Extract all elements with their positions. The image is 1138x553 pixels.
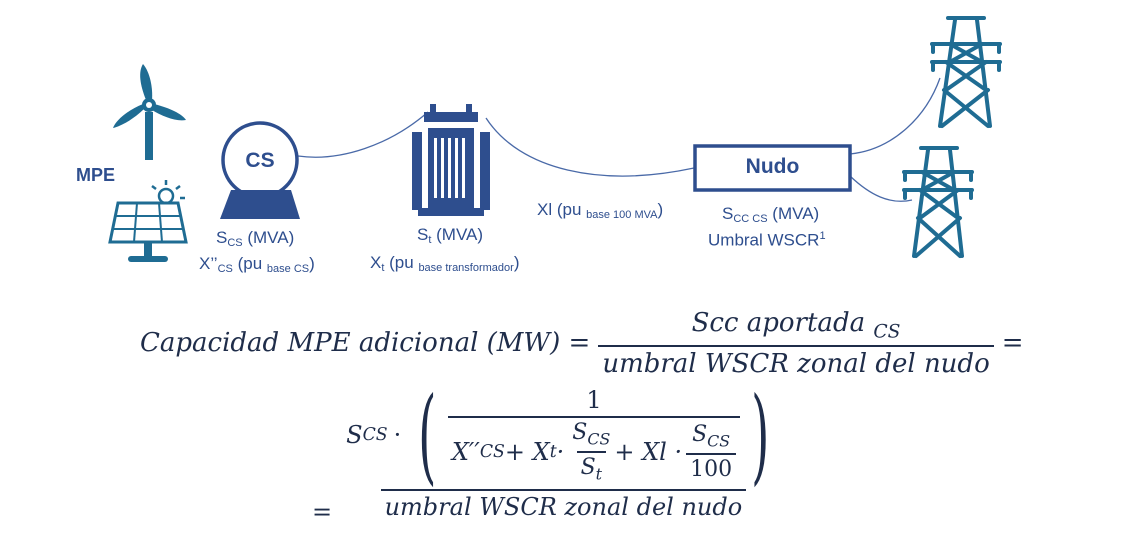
cs-transformer-line xyxy=(297,111,429,158)
transmission-tower-bottom-icon xyxy=(902,146,974,258)
transformer-node-line xyxy=(485,117,695,177)
transmission-tower-top-icon xyxy=(930,16,1002,128)
formula-line-1: Capacidad MPE adicional (MW) = Scc aport… xyxy=(140,308,1024,379)
cs-label: CS xyxy=(245,149,275,172)
st-label: St (MVA) xyxy=(417,225,484,246)
cs-generator-icon xyxy=(220,121,300,219)
nudo-label: Nudo xyxy=(745,155,800,178)
formula-equals-1: = xyxy=(1001,328,1024,359)
network-diagram xyxy=(108,16,1002,262)
solar-panel-icon xyxy=(108,180,188,262)
node-tower-top-line xyxy=(849,77,941,155)
formula-fraction-1: Scc aportada CS umbral WSCR zonal del nu… xyxy=(598,308,994,379)
scs-label: SCS (MVA) xyxy=(216,228,295,249)
xcs-label: X’’CS (pu base CS) xyxy=(199,254,315,275)
nudo-box xyxy=(693,144,852,192)
wscr-label: Umbral WSCR1 xyxy=(708,230,826,250)
formula-equals-2: = xyxy=(312,498,333,526)
xt-label: Xt (pu base transformador) xyxy=(370,253,520,274)
wind-turbine-icon xyxy=(113,64,186,160)
scc-label: SCC CS (MVA) xyxy=(722,204,820,225)
mpe-label: MPE xyxy=(76,165,116,185)
transformer-icon xyxy=(412,104,490,216)
xl-label: Xl (pu base 100 MVA) xyxy=(537,200,664,221)
node-tower-bottom-line xyxy=(849,175,913,202)
formula-lhs: Capacidad MPE adicional (MW) = xyxy=(140,328,591,359)
